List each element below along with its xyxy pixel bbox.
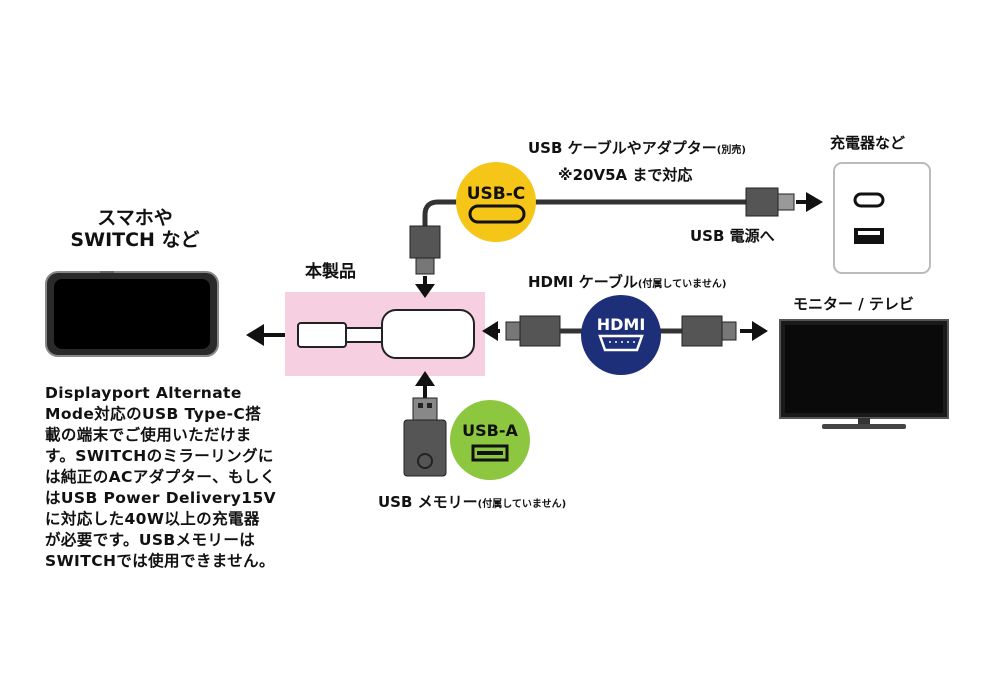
usb-memory <box>403 371 447 477</box>
smartphone <box>45 271 219 357</box>
hdmi-badge <box>581 295 661 375</box>
usb-memory-text: USB メモリー <box>378 493 478 511</box>
usbc-badge <box>456 162 536 242</box>
usb-cable-text: USB ケーブルやアダプター <box>528 139 717 157</box>
adapter-device <box>297 309 475 359</box>
usb-power-label: USB 電源へ <box>690 227 775 245</box>
usba-badge-label: USB-A <box>462 421 518 440</box>
compatibility-description: Displayport Alternate Mode対応のUSB Type-C搭… <box>45 384 277 570</box>
hdmi-cable-note: (付属していません) <box>637 279 727 290</box>
usba-badge <box>450 400 530 480</box>
monitor-label: モニター / テレビ <box>793 295 914 313</box>
monitor <box>779 319 949 429</box>
hdmi-cable-text: HDMI ケーブル <box>528 273 638 291</box>
usb-cable-label: USB ケーブルやアダプター(別売) <box>528 139 746 157</box>
hdmi-cable-label: HDMI ケーブル(付属していません) <box>528 273 727 291</box>
power-spec-label: ※20V5A まで対応 <box>558 166 693 184</box>
usb-memory-note: (付属していません) <box>477 499 567 510</box>
product-label: 本製品 <box>305 262 356 282</box>
charger <box>833 162 931 274</box>
usbc-badge-label: USB-C <box>467 184 526 204</box>
usbc-cable <box>409 187 823 298</box>
phone-title: スマホや SWITCH など <box>70 207 200 251</box>
usb-cable-note: (別売) <box>716 145 746 156</box>
hdmi-badge-label: HDMI <box>597 315 646 334</box>
usb-memory-label: USB メモリー(付属していません) <box>378 493 567 511</box>
charger-label: 充電器など <box>830 134 906 152</box>
